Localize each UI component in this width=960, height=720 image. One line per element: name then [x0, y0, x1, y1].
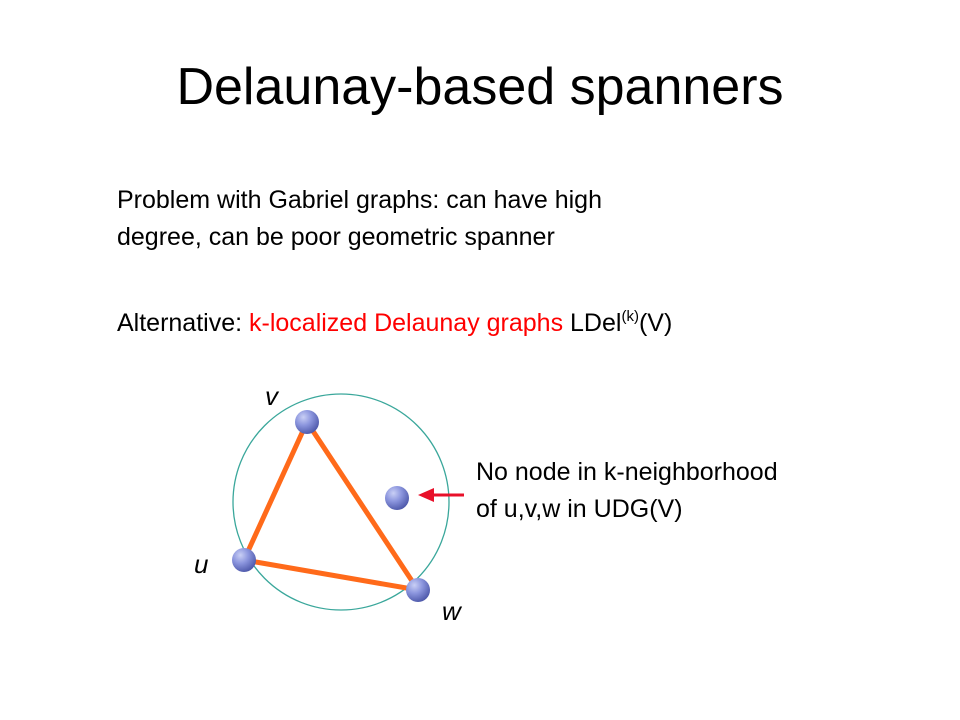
- circumcircle: [232, 393, 450, 611]
- alternative-highlight: k-localized Delaunay graphs: [249, 309, 564, 337]
- node-w: [406, 578, 430, 602]
- annotation-line-1: No node in k-neighborhood: [476, 458, 778, 486]
- alternative-suffix: (V): [638, 309, 673, 337]
- edge-u-w: [241, 557, 421, 593]
- slide-title: Delaunay-based spanners: [176, 58, 784, 116]
- label-w: w: [442, 596, 463, 626]
- problem-line-1: Problem with Gabriel graphs: can have hi…: [117, 186, 602, 214]
- arrow-head-icon: [418, 488, 434, 502]
- annotation: No node in k-neighborhood of u,v,w in UD…: [476, 454, 896, 528]
- annotation-line-2: of u,v,w in UDG(V): [476, 495, 683, 523]
- label-u: u: [194, 549, 208, 579]
- edge-u-v: [241, 419, 310, 563]
- label-v: v: [265, 381, 280, 411]
- node-interior: [385, 486, 409, 510]
- alternative-graph-name: LDel: [563, 309, 622, 337]
- alternative-superscript: (k): [621, 308, 639, 325]
- problem-statement: Problem with Gabriel graphs: can have hi…: [117, 182, 817, 256]
- alternative-statement: Alternative: k-localized Delaunay graphs…: [117, 305, 672, 342]
- alternative-prefix: Alternative:: [117, 309, 250, 337]
- node-v: [295, 410, 319, 434]
- node-u: [232, 548, 256, 572]
- edge-v-w: [304, 419, 421, 593]
- problem-line-2: degree, can be poor geometric spanner: [117, 223, 555, 251]
